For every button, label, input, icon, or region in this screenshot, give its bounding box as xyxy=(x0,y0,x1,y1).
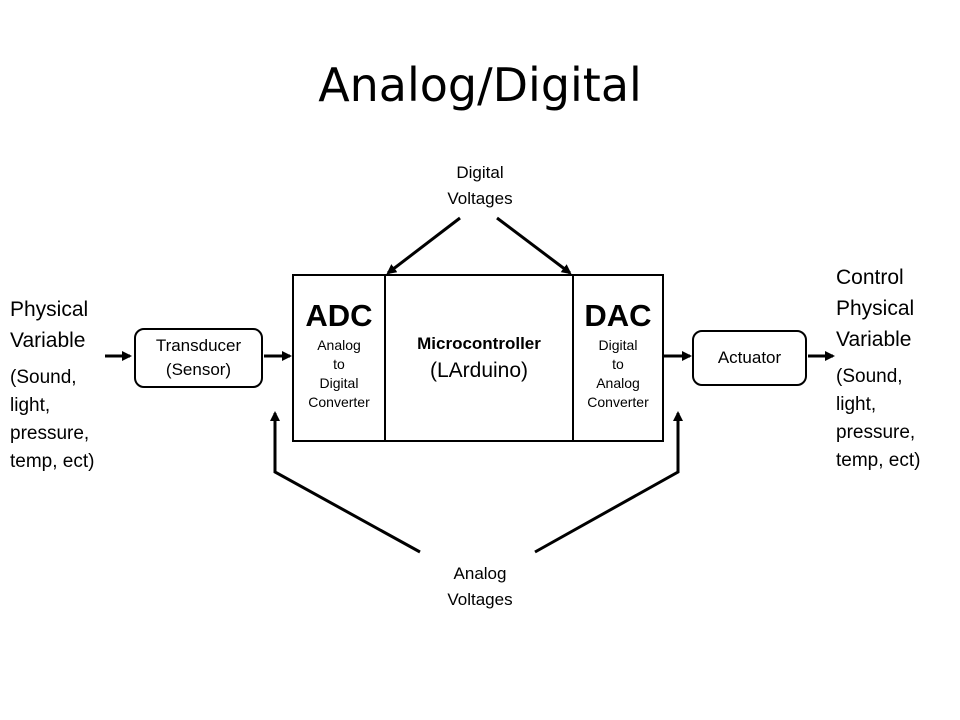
transducer-label: Transducer xyxy=(155,336,242,355)
transducer-box: Transducer (Sensor) xyxy=(134,328,263,388)
actuator-box: Actuator xyxy=(692,330,807,386)
physical-variable-detail-4: temp, ect) xyxy=(10,451,95,472)
dac-line-2: to xyxy=(612,356,624,372)
physical-variable-label: Physical Variable (Sound, light, pressur… xyxy=(10,294,130,476)
control-variable-line2: Physical xyxy=(836,297,915,320)
control-variable-detail-4: temp, ect) xyxy=(836,450,921,471)
adc-line-1: Analog xyxy=(317,337,361,353)
digital-voltages-label: Digital Voltages xyxy=(418,160,542,212)
digital-voltages-line1: Digital xyxy=(456,163,504,182)
adc-divider xyxy=(384,276,386,440)
sensor-label: (Sensor) xyxy=(165,360,232,379)
physical-variable-detail-1: (Sound, xyxy=(10,367,77,388)
control-variable-detail-2: light, xyxy=(836,394,877,415)
analog-voltages-line1: Analog xyxy=(453,564,507,583)
control-variable-detail-1: (Sound, xyxy=(836,366,903,387)
digital-voltages-line2: Voltages xyxy=(447,189,513,208)
adc-section: ADC Analog to Digital Converter xyxy=(294,298,384,412)
actuator-label: Actuator xyxy=(717,348,782,367)
adc-line-4: Converter xyxy=(308,394,370,410)
dac-divider xyxy=(572,276,574,440)
physical-variable-detail-3: pressure, xyxy=(10,423,90,444)
dac-section: DAC Digital to Analog Converter xyxy=(574,298,662,412)
microcontroller-title: Microcontroller xyxy=(417,334,541,353)
adc-line-2: to xyxy=(333,356,345,372)
control-variable-line1: Control xyxy=(836,266,904,289)
arrow-analog-to-dac-output xyxy=(534,411,683,554)
dac-line-1: Digital xyxy=(598,337,638,353)
micro-section: Microcontroller (LArduino) xyxy=(386,332,572,386)
physical-variable-line2: Variable xyxy=(10,329,86,352)
dac-title: DAC xyxy=(584,298,652,333)
arrow-analog-to-transducer-output xyxy=(270,411,421,554)
arrow-digital-to-dac xyxy=(496,216,572,275)
adc-title: ADC xyxy=(305,298,373,333)
analog-voltages-line2: Voltages xyxy=(447,590,513,609)
dac-line-4: Converter xyxy=(587,394,649,410)
physical-variable-line1: Physical xyxy=(10,298,89,321)
control-variable-line3: Variable xyxy=(836,328,912,351)
analog-voltages-label: Analog Voltages xyxy=(418,561,542,613)
adc-line-3: Digital xyxy=(319,375,359,391)
microcontroller-block: ADC Analog to Digital Converter Microcon… xyxy=(292,274,664,442)
control-variable-detail-3: pressure, xyxy=(836,422,916,443)
dac-line-3: Analog xyxy=(596,375,640,391)
control-physical-variable-label: Control Physical Variable (Sound, light,… xyxy=(836,262,956,475)
microcontroller-subtitle: (LArduino) xyxy=(429,359,529,382)
arrow-digital-to-adc xyxy=(386,216,461,275)
page-title: Analog/Digital xyxy=(318,58,642,112)
physical-variable-detail-2: light, xyxy=(10,395,51,416)
